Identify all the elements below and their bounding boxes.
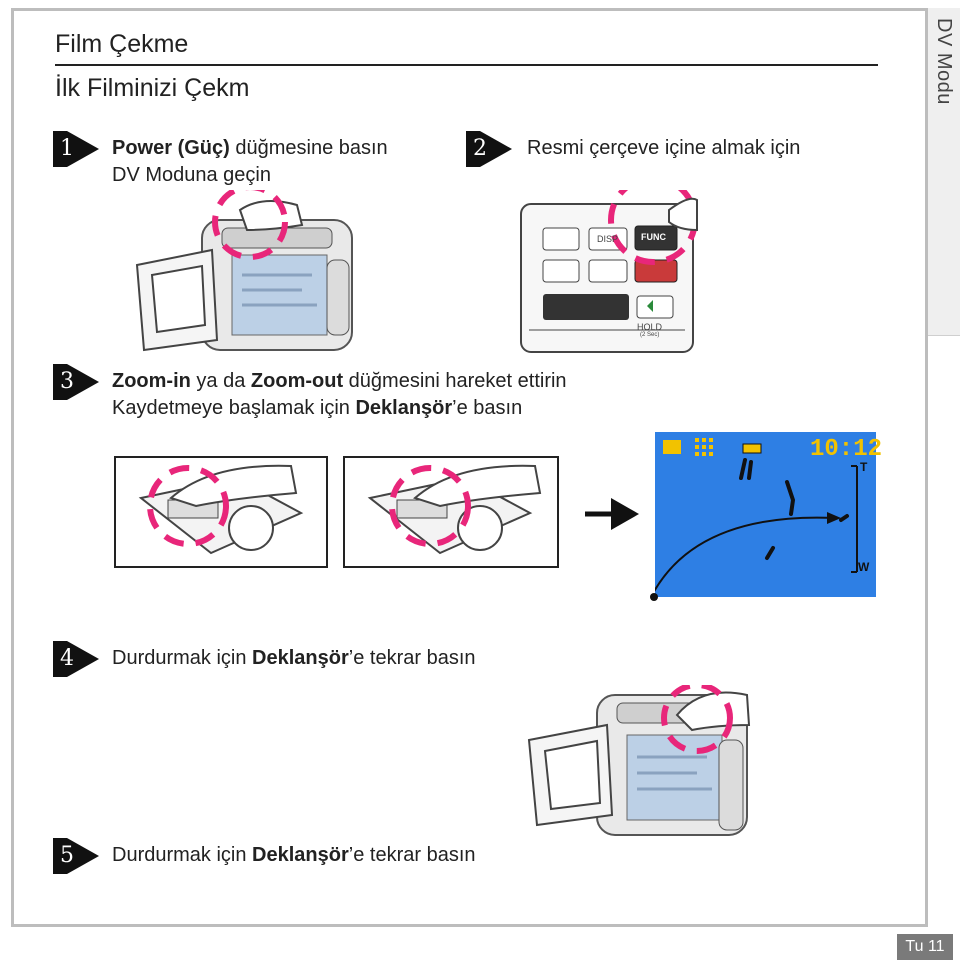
zoom-out-illustration <box>343 456 559 568</box>
step-4-number: 4 <box>60 646 74 671</box>
step-3-number: 3 <box>60 369 74 394</box>
step-5-badge: 5 <box>53 838 99 874</box>
camera-power-illustration <box>135 190 353 352</box>
step-4-text: Durdurmak için Deklanşör’e tekrar basın <box>112 645 476 672</box>
lcd-preview: 10:12 T W <box>655 432 882 597</box>
disp-button[interactable]: DISP <box>597 234 619 244</box>
page-number: Tu 11 <box>897 934 953 960</box>
right-arrow-icon <box>585 498 639 530</box>
curve-endpoint <box>650 593 658 601</box>
step-4-post: ’e tekrar basın <box>348 647 476 669</box>
step-5-number: 5 <box>60 843 74 868</box>
camera-stop-illustration <box>527 685 751 836</box>
step-2-badge: 2 <box>466 131 512 167</box>
step-1-line2: DV Moduna geçin <box>112 164 271 186</box>
tele-indicator: T <box>860 460 868 474</box>
shutter-label: Deklanşör <box>355 397 453 419</box>
step-5-text: Durdurmak için Deklanşör’e tekrar basın <box>112 842 476 869</box>
step-4-badge: 4 <box>53 641 99 677</box>
section-tab: DV Modu <box>928 8 960 336</box>
step-3-line2-post: ’e basın <box>452 397 523 419</box>
step-4-shutter: Deklanşör <box>252 647 349 669</box>
page-frame <box>11 8 928 927</box>
step-1-line1: düğmesine basın <box>229 137 388 159</box>
step-1-text: Power (Güç) düğmesine basın DV Moduna ge… <box>112 135 388 189</box>
step-5-shutter: Deklanşör <box>252 844 349 866</box>
hold-label: HOLD <box>637 322 663 332</box>
step-5-post: ’e tekrar basın <box>348 844 476 866</box>
section-tab-label: DV Modu <box>933 18 955 105</box>
step-2-text: Resmi çerçeve içine almak için <box>527 137 801 159</box>
page-subtitle: İlk Filminizi Çekm <box>55 74 250 102</box>
step-3-line2-pre: Kaydetmeye başlamak için <box>112 397 356 419</box>
step-3-text: Zoom-in ya da Zoom-out düğmesini hareket… <box>112 368 567 422</box>
control-panel-illustration <box>520 190 698 353</box>
step-1-badge: 1 <box>53 131 99 167</box>
step-3-badge: 3 <box>53 364 99 400</box>
page-title: Film Çekme <box>55 30 189 58</box>
recording-time: 10:12 <box>810 436 883 463</box>
func-button[interactable]: FUNC <box>641 232 666 242</box>
title-rule <box>55 64 878 66</box>
step-1-number: 1 <box>60 136 74 161</box>
wide-indicator: W <box>858 560 870 574</box>
step-5-pre: Durdurmak için <box>112 844 253 866</box>
zoom-in-illustration <box>114 456 328 568</box>
step-2-number: 2 <box>473 136 487 161</box>
zoom-in-label: Zoom-in <box>112 370 191 392</box>
step-3-tail: düğmesini hareket ettirin <box>343 370 567 392</box>
power-label: Power (Güç) <box>112 137 230 159</box>
step-4-pre: Durdurmak için <box>112 647 253 669</box>
zoom-out-label: Zoom-out <box>250 370 344 392</box>
step-3-mid: ya da <box>190 370 251 392</box>
hold-sub-label: (2 Sec) <box>640 332 660 338</box>
